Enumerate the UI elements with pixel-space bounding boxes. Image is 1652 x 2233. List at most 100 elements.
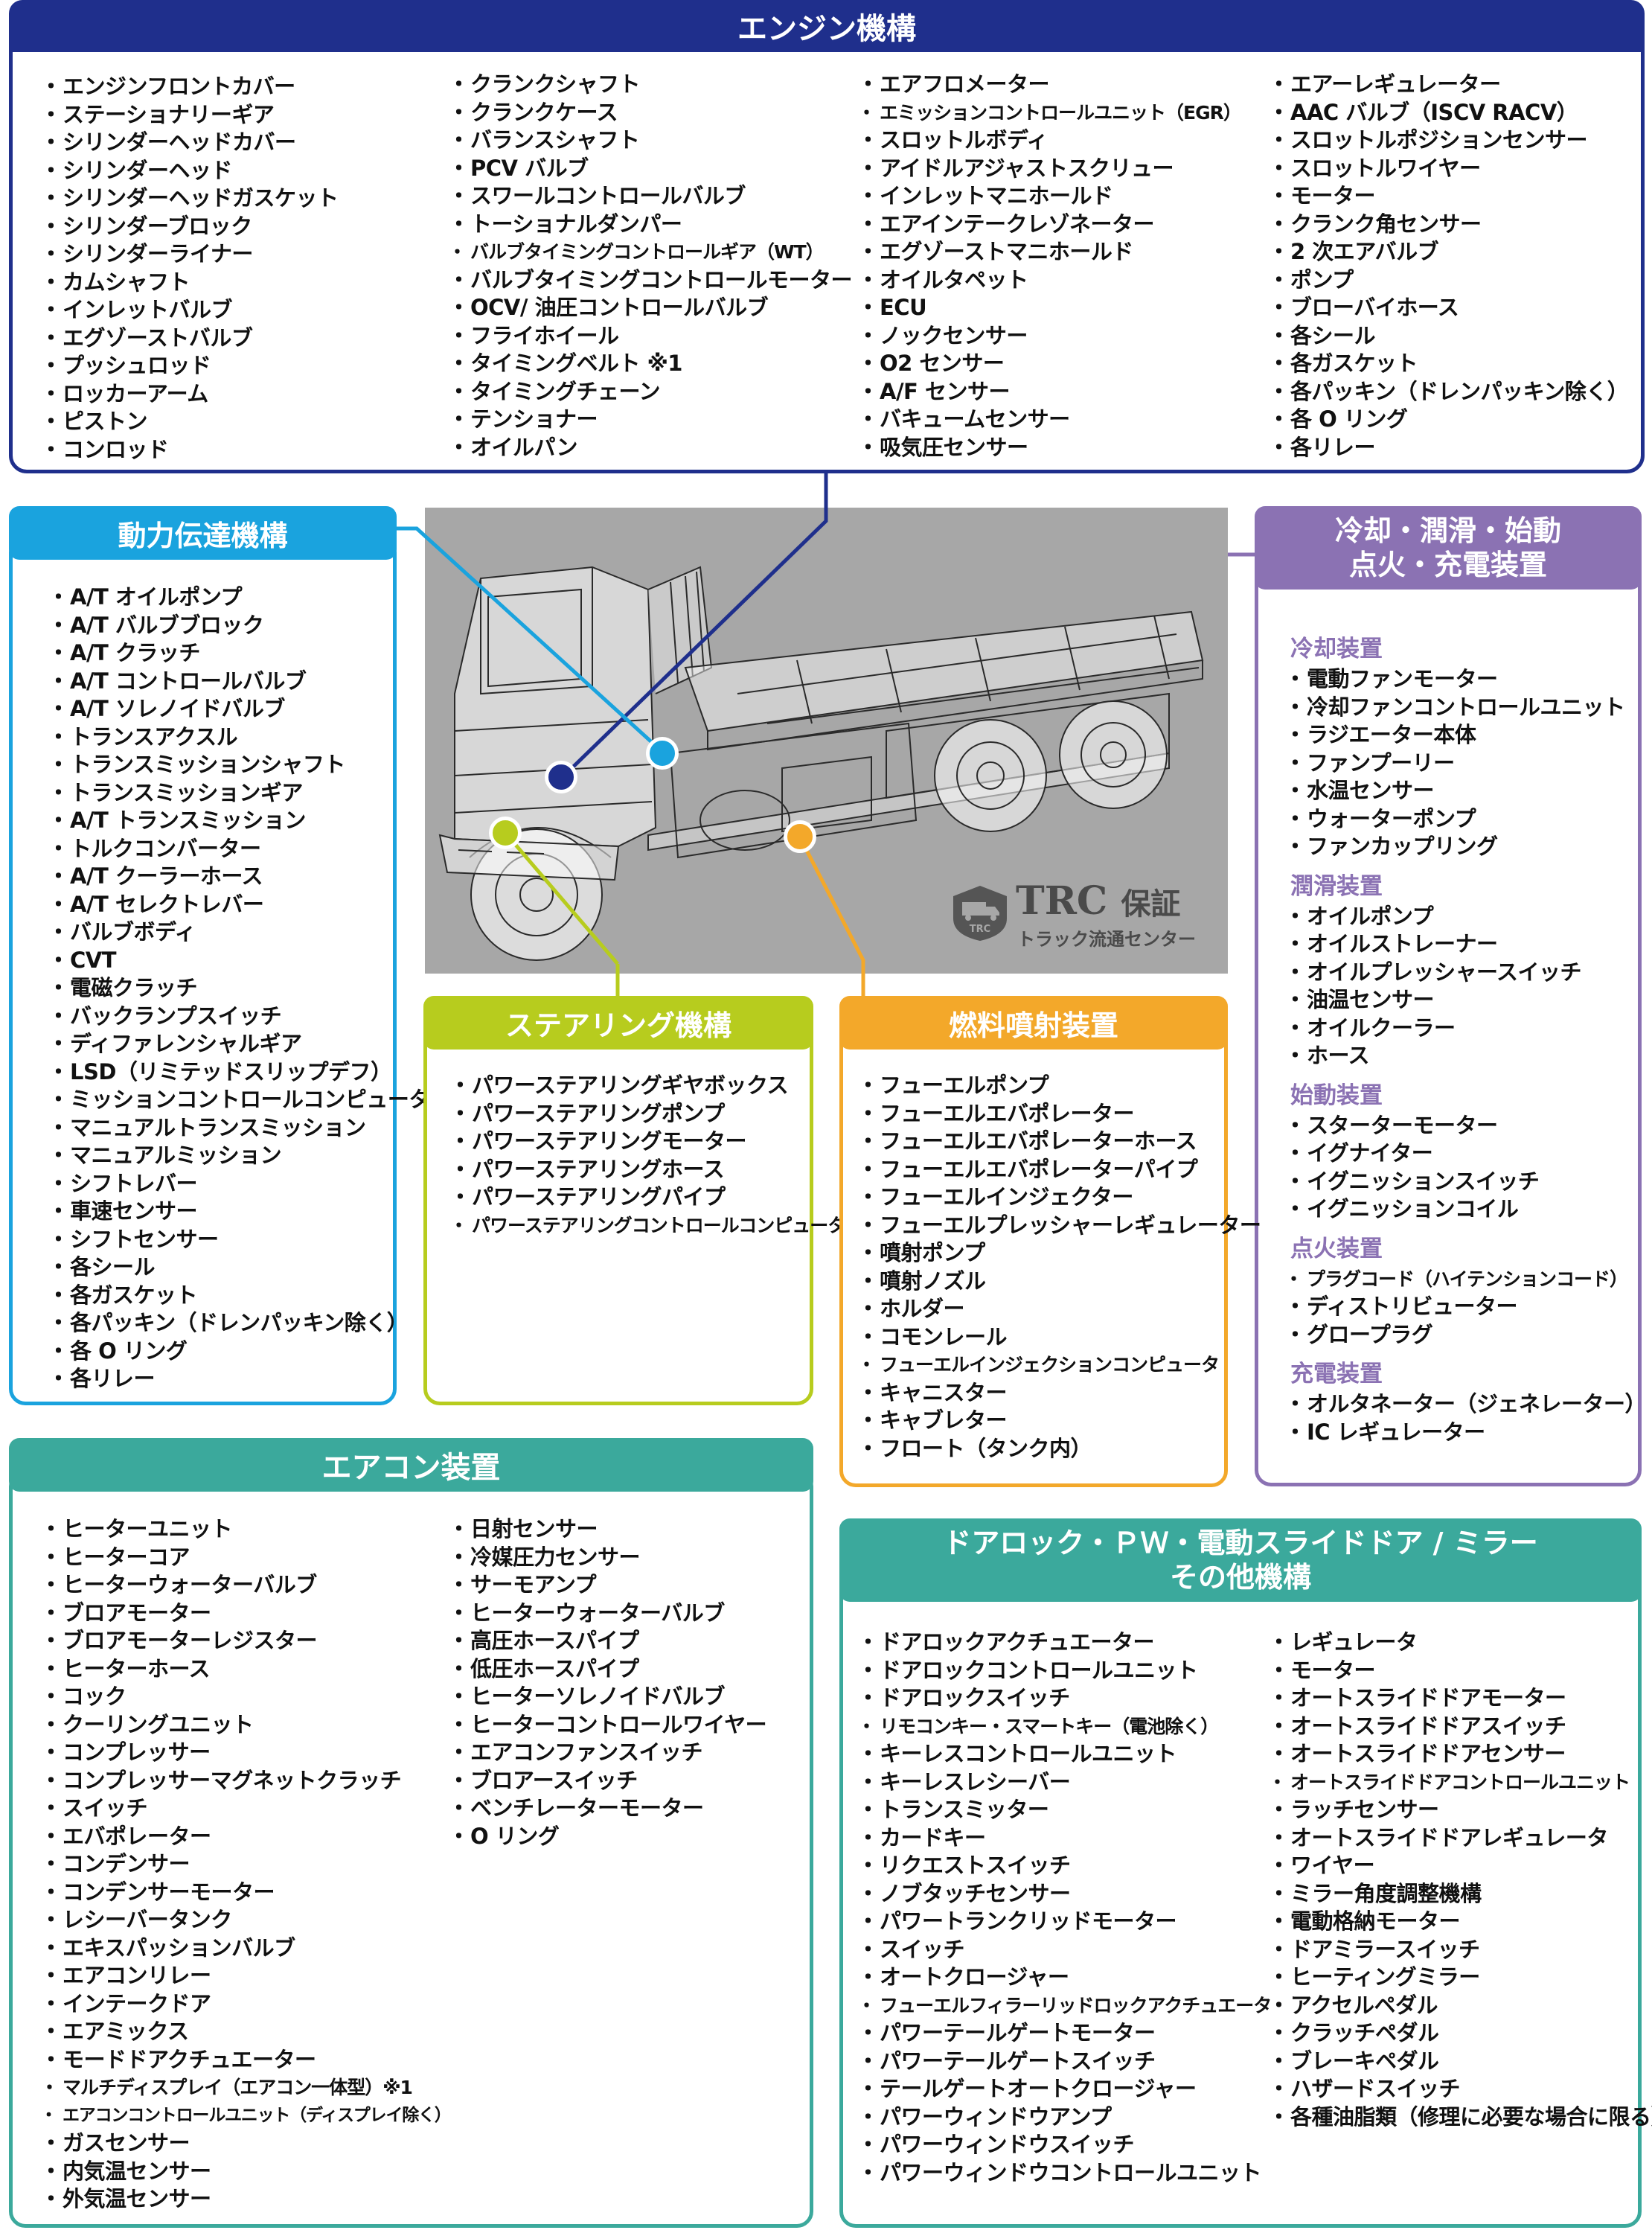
list-item: クランクシャフト: [448, 71, 852, 99]
list-item: 日射センサー: [448, 1515, 766, 1544]
list-item: CVT: [48, 947, 430, 975]
list-item: ヒーターユニット: [40, 1515, 451, 1544]
list-item: アイドルアジャストスクリュー: [857, 155, 1241, 183]
list-item: O2 センサー: [857, 350, 1241, 378]
cooling-group-title: 始動装置: [1290, 1082, 1383, 1109]
list-item: パワーステアリングコントロールコンピュータ: [449, 1212, 846, 1240]
list-item: パワーステアリングポンプ: [449, 1100, 845, 1128]
list-item: インテークドア: [40, 1990, 451, 2019]
list-item: ドアロックコントロールユニット: [857, 1657, 1271, 1685]
list-item: ミッションコントロールコンピュータ: [48, 1086, 430, 1114]
list-item: 低圧ホースパイプ: [448, 1655, 766, 1684]
truck-drawing: [438, 566, 1204, 961]
list-item: マニュアルミッション: [48, 1142, 430, 1170]
aircon-header: エアコン装置: [9, 1438, 813, 1492]
list-item: パワーテールゲートモーター: [857, 2019, 1271, 2048]
list-item: ヒーティングミラー: [1268, 1964, 1652, 1992]
list-item: ラジエーター本体: [1284, 721, 1646, 750]
list-item: パワーステアリングパイプ: [449, 1183, 845, 1212]
list-item: 油温センサー: [1284, 986, 1646, 1015]
cooling-groups: 冷却装置電動ファンモーター冷却ファンコントロールユニットラジエーター本体ファンプ…: [1284, 634, 1647, 1446]
list-item: コンデンサーモーター: [40, 1879, 451, 1907]
list-item: A/T トランスミッション: [48, 807, 430, 835]
door-col-1: ドアロックアクチュエータードアロックコントロールユニットドアロックスイッチリモコ…: [857, 1629, 1272, 2188]
list-item: ラッチセンサー: [1268, 1796, 1652, 1824]
list-item: ヒーターコア: [40, 1544, 451, 1572]
list-item: ブレーキペダル: [1268, 2048, 1652, 2076]
list-item: オイルストレーナー: [1284, 930, 1646, 959]
power-marker: [646, 737, 679, 770]
cooling-group-list: オルタネーター（ジェネレーター）IC レギュレーター: [1284, 1390, 1647, 1446]
list-item: コンデンサー: [40, 1850, 451, 1879]
list-item: 外気温センサー: [40, 2185, 451, 2214]
list-item: エキスパッションバルブ: [40, 1935, 451, 1963]
list-item: オートスライドドアセンサー: [1268, 1740, 1652, 1769]
cooling-group-list: スターターモーターイグナイターイグニッションスイッチイグニッションコイル: [1284, 1112, 1646, 1224]
engine-col-4: エアーレギュレーターAAC バルブ（ISCV RACV）スロットルポジションセン…: [1268, 71, 1629, 461]
list-item: PCV バルブ: [448, 155, 852, 183]
list-item: トランスミッションシャフト: [48, 751, 430, 779]
cooling-group-list: オイルポンプオイルストレーナーオイルプレッシャースイッチ油温センサーオイルクーラ…: [1284, 903, 1646, 1070]
list-item: オルタネーター（ジェネレーター）: [1284, 1390, 1647, 1419]
list-item: オートスライドドアレギュレータ: [1268, 1824, 1652, 1853]
list-item: ヒーターコントロールワイヤー: [448, 1711, 767, 1740]
list-item: エアミックス: [40, 2018, 451, 2046]
list-item: オートスライドドアスイッチ: [1268, 1713, 1652, 1741]
list-item: オートスライドドアコントロールユニット: [1268, 1769, 1652, 1797]
list-item: パワーテールゲートスイッチ: [857, 2048, 1271, 2076]
list-item: パワートランクリッドモーター: [857, 1908, 1271, 1936]
list-item: 冷媒圧力センサー: [448, 1544, 766, 1572]
list-item: シリンダーヘッドガスケット: [40, 185, 339, 213]
fuel-header: 燃料噴射装置: [839, 996, 1228, 1050]
list-item: エミッションコントロールユニット（EGR）: [857, 99, 1242, 127]
list-item: ベンチレーターモーター: [448, 1795, 766, 1823]
list-item: ドアロックスイッチ: [857, 1684, 1271, 1713]
list-item: コンプレッサーマグネットクラッチ: [40, 1767, 451, 1795]
engine-col-3: エアフロメーターエミッションコントロールユニット（EGR）スロットルボディアイド…: [857, 71, 1242, 461]
list-item: テールゲートオートクロージャー: [857, 2075, 1271, 2103]
cooling-title-line1: 冷却・潤滑・始動: [1334, 514, 1561, 547]
list-item: ノブタッチセンサー: [857, 1880, 1271, 1908]
fuel-list: フューエルポンプフューエルエバポレーターフューエルエバポレーターホースフューエル…: [857, 1072, 1261, 1463]
list-item: ヒーターウォーターバルブ: [40, 1571, 451, 1600]
engine-header: エンジン機構: [9, 0, 1645, 52]
list-item: インレットバルブ: [40, 296, 339, 325]
list-item: フロート（タンク内）: [857, 1435, 1261, 1463]
list-item: パワーウィンドウコントロールユニット: [857, 2159, 1271, 2188]
aircon-col-2: 日射センサー冷媒圧力センサーサーモアンプヒーターウォーターバルブ高圧ホースパイプ…: [448, 1515, 767, 1851]
list-item: スロットルポジションセンサー: [1268, 127, 1628, 155]
trc-logo: TRC TRC 保証 トラック流通センター: [949, 878, 1202, 950]
list-item: スロットルボディ: [857, 127, 1241, 155]
list-item: パワーウィンドウスイッチ: [857, 2131, 1271, 2159]
list-item: エアフロメーター: [857, 71, 1241, 99]
list-item: ヒーターウォーターバルブ: [448, 1600, 766, 1628]
list-item: プッシュロッド: [40, 352, 339, 380]
aircon-title: エアコン装置: [321, 1451, 501, 1485]
list-item: 各リレー: [48, 1365, 430, 1393]
list-item: 高圧ホースパイプ: [448, 1627, 766, 1655]
list-item: クラッチペダル: [1268, 2019, 1652, 2048]
list-item: ガスセンサー: [40, 2130, 451, 2158]
list-item: ドアロックアクチュエーター: [857, 1629, 1271, 1657]
steering-list: パワーステアリングギヤボックスパワーステアリングポンプパワーステアリングモーター…: [449, 1072, 846, 1240]
list-item: コック: [40, 1683, 451, 1711]
list-item: O リング: [448, 1823, 766, 1851]
list-item: ドアミラースイッチ: [1268, 1936, 1652, 1964]
list-item: キーレスコントロールユニット: [857, 1740, 1271, 1769]
trc-label: 保証: [1121, 887, 1181, 921]
cooling-title-line2: 点火・充電装置: [1348, 549, 1547, 581]
list-item: A/T クーラーホース: [48, 863, 430, 891]
list-item: バルブタイミングコントロールモーター: [448, 266, 853, 295]
list-item: 各ガスケット: [1268, 350, 1628, 378]
list-item: 電動ファンモーター: [1284, 665, 1646, 694]
list-item: 各ガスケット: [48, 1282, 430, 1310]
list-item: 噴射ノズル: [857, 1268, 1261, 1296]
list-item: A/T セレクトレバー: [48, 891, 430, 919]
list-item: ピストン: [40, 408, 339, 436]
list-item: レギュレータ: [1268, 1629, 1652, 1657]
power-list: A/T オイルポンプA/T バルブブロックA/T クラッチA/T コントロールバ…: [48, 584, 430, 1393]
list-item: ロッカーアーム: [40, 380, 339, 409]
trc-badge-text: TRC: [970, 924, 990, 935]
list-item: フューエルエバポレーターパイプ: [857, 1156, 1261, 1184]
list-item: パワーウィンドウアンプ: [857, 2103, 1271, 2132]
